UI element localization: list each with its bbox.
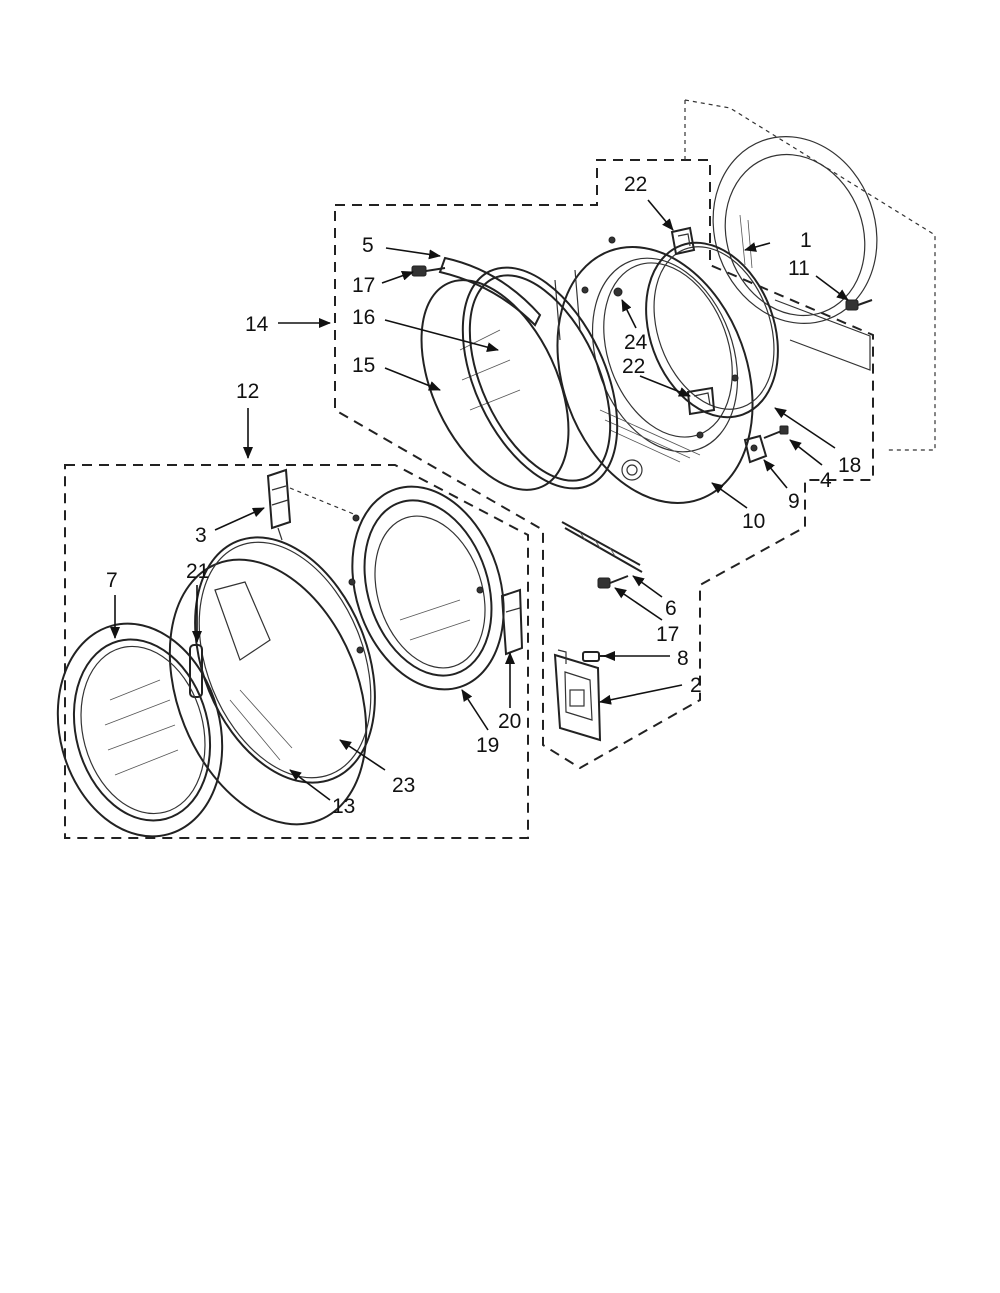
callout-21: 21 — [186, 560, 209, 583]
strike-rod — [561, 521, 643, 573]
cabinet-front-outline — [684, 99, 936, 451]
screw-17-lower — [597, 575, 629, 589]
leader-arrows — [110, 199, 849, 801]
callout-5: 5 — [362, 234, 374, 257]
callout-20: 20 — [498, 710, 521, 733]
hinge-bottom — [686, 386, 716, 416]
callout-3: 3 — [195, 524, 207, 547]
inner-door-panel — [554, 236, 754, 504]
callout-23: 23 — [392, 774, 415, 797]
screw-11 — [845, 299, 873, 311]
callout-13: 13 — [332, 795, 355, 818]
callout-14: 14 — [245, 313, 269, 336]
callout-7: 7 — [106, 569, 118, 592]
group-boundary-12 — [64, 464, 529, 839]
group-boundary-14 — [334, 159, 874, 770]
callout-11: 11 — [788, 257, 810, 280]
callout-4: 4 — [820, 469, 832, 492]
outer-door-window — [56, 622, 224, 838]
callout-15: 15 — [352, 354, 375, 377]
hinge-bracket-3 — [266, 468, 292, 541]
screw-24 — [613, 287, 623, 297]
callout-1: 1 — [800, 229, 812, 252]
callout-22-upper: 22 — [624, 173, 647, 196]
callout-6: 6 — [665, 597, 677, 620]
screw-8 — [582, 651, 606, 662]
callout-22-lower: 22 — [622, 355, 645, 378]
callout-labels: 1 2 3 4 5 6 7 8 9 10 11 12 13 14 15 16 1… — [106, 173, 861, 818]
hinge-bracket-20 — [500, 588, 524, 656]
inner-door-ring — [348, 485, 505, 691]
hinge-pin-9 — [743, 434, 768, 464]
screw-4 — [763, 425, 789, 439]
door-gasket — [645, 241, 779, 419]
handle-insert — [189, 644, 203, 698]
callout-16: 16 — [352, 306, 375, 329]
callout-10: 10 — [742, 510, 765, 533]
callout-8: 8 — [677, 647, 689, 670]
callout-24: 24 — [624, 331, 648, 354]
callout-12: 12 — [236, 380, 259, 403]
hinge-top — [670, 226, 696, 256]
trim-ring — [194, 536, 376, 784]
door-shell — [168, 558, 368, 826]
handle-arm — [411, 256, 542, 327]
callout-18: 18 — [838, 454, 861, 477]
callout-19: 19 — [476, 734, 499, 757]
callout-9: 9 — [788, 490, 800, 513]
door-latch — [553, 649, 602, 742]
callout-17-upper: 17 — [352, 274, 375, 297]
callout-2: 2 — [690, 674, 702, 697]
callout-17-lower: 17 — [656, 623, 679, 646]
glass-seal — [461, 266, 619, 490]
